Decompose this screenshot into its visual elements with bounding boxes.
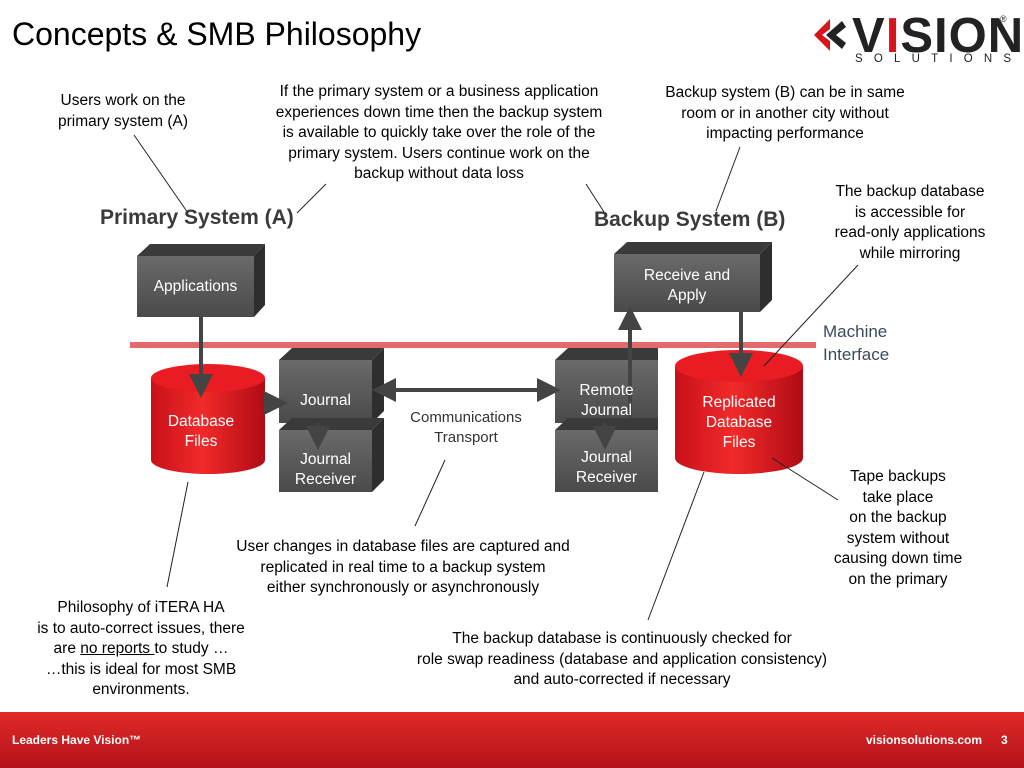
page-number: 3 (1001, 733, 1008, 747)
footer-bar (0, 712, 1024, 768)
vision-logo-icon (814, 19, 846, 51)
applications-box (137, 244, 265, 317)
primary-system-label: Primary System (A) (100, 206, 294, 229)
journal-box (279, 348, 384, 423)
annotation-downtime: If the primary system or a business appl… (275, 83, 603, 182)
remote-journal-box (555, 348, 658, 423)
annotation-continuous-check: The backup database is continuously chec… (416, 630, 828, 688)
journal-label: Journal (300, 392, 351, 409)
annotation-user-changes: User changes in database files are captu… (236, 538, 570, 596)
logo-registered-mark: ® (1000, 14, 1007, 24)
journal-receiver-box (279, 418, 384, 492)
annotation-philosophy: Philosophy of iTERA HA is to auto-correc… (37, 599, 245, 698)
receive-apply-box (614, 242, 772, 312)
page-title: Concepts & SMB Philosophy (12, 16, 422, 52)
diagram-canvas (130, 134, 859, 621)
footer-tagline: Leaders Have Vision™ (12, 733, 142, 747)
logo-subtitle: SOLUTIONS (855, 53, 1023, 65)
machine-interface-line (130, 342, 816, 348)
applications-label: Applications (153, 278, 238, 295)
logo-wordmark: VISION (852, 9, 1024, 63)
backup-system-label: Backup System (B) (594, 208, 786, 231)
footer-website-link[interactable]: visionsolutions.com (866, 733, 983, 747)
no-reports-emphasis: no reports (80, 640, 155, 657)
callout-lines (133, 134, 859, 621)
